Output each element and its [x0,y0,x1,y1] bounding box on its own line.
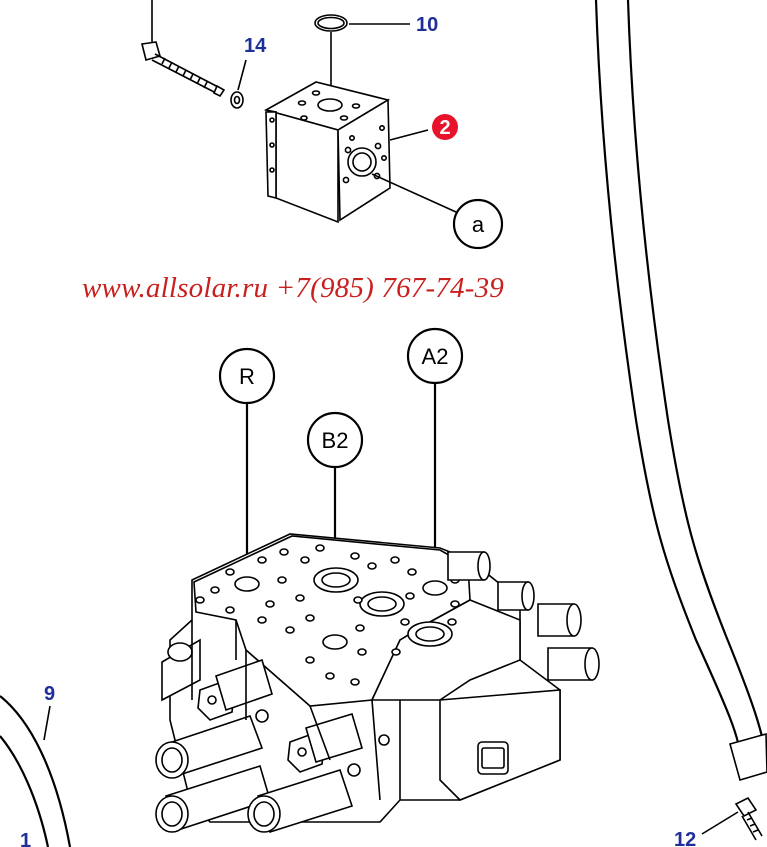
part-number-1: 1 [20,830,31,847]
callout-a: a [472,212,485,237]
hose-left [0,695,72,847]
callout-R: R [239,364,255,389]
highlight-badge [432,114,458,140]
bolt-12 [734,796,763,841]
callout-a-circle [452,198,504,250]
part-number-12: 12 [674,829,696,847]
mounting-holes [195,544,460,686]
washer [230,91,244,109]
callout-B2: B2 [322,428,349,453]
leader-a [371,173,457,213]
leader-9 [43,705,51,741]
part-number-2: 2 [439,117,450,139]
o-ring [314,14,348,32]
leader-12 [701,811,739,835]
valve-block [263,81,391,224]
part-number-9: 9 [44,683,55,705]
hose-right [594,0,767,781]
bolt [141,41,226,98]
control-valve [155,533,600,834]
watermark-text: www.allsolar.ru +7(985) 767-74-39 [82,272,504,304]
leader-14 [237,59,247,91]
part-number-10: 10 [416,14,438,36]
part-number-14: 14 [244,35,267,57]
leader-2 [389,129,429,141]
callout-A2: A2 [422,344,449,369]
